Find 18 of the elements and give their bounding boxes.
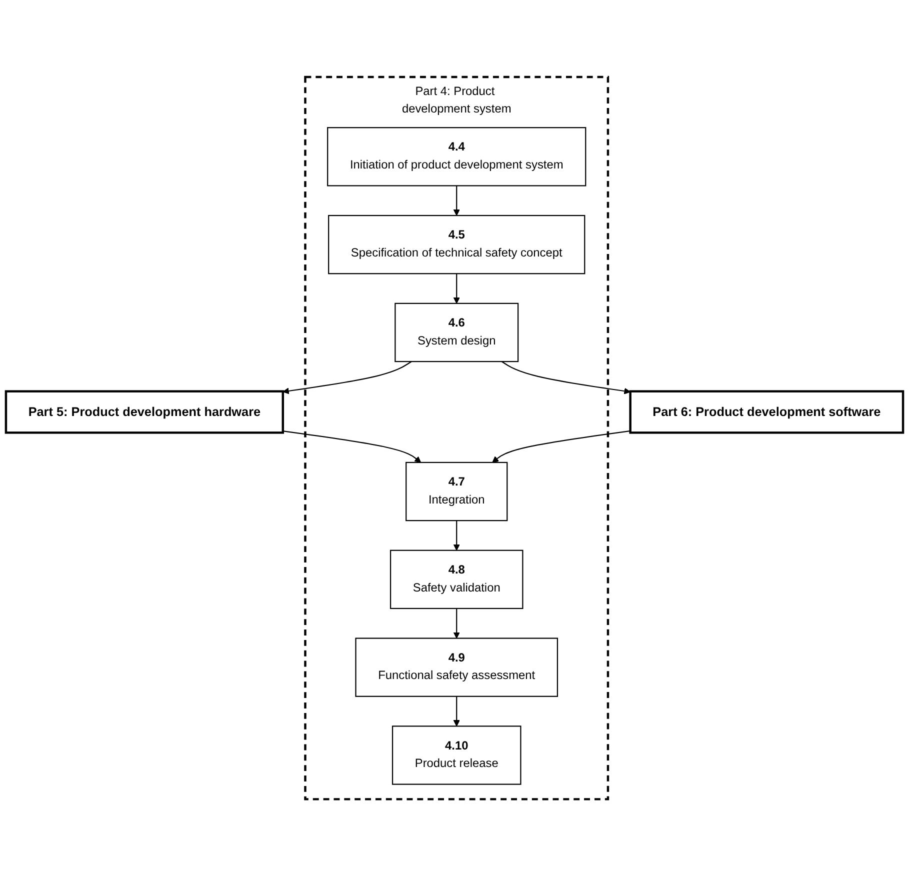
node-box: 4.9 Functional safety assessment xyxy=(355,638,558,697)
arrow xyxy=(453,696,460,726)
arrow xyxy=(492,430,630,463)
arrow xyxy=(282,360,412,394)
node-box: 4.6 System design xyxy=(394,302,519,362)
arrow xyxy=(453,186,460,216)
node-box: 4.5 Specification of technical safety concept xyxy=(328,214,586,274)
node-box: Part 5: Product development hardware xyxy=(4,390,284,434)
node-box: 4.10 Product release xyxy=(392,726,522,785)
arrow xyxy=(453,608,460,638)
node-box: 4.8 Safety validation xyxy=(390,550,524,609)
arrow xyxy=(453,274,460,304)
node-box: Part 6: Product development software xyxy=(629,390,904,434)
arrow xyxy=(501,360,631,394)
node-box: 4.4 Initiation of product development system xyxy=(327,126,586,186)
node-box: 4.7 Integration xyxy=(406,462,508,522)
arrow xyxy=(453,520,460,551)
arrow xyxy=(282,430,422,463)
